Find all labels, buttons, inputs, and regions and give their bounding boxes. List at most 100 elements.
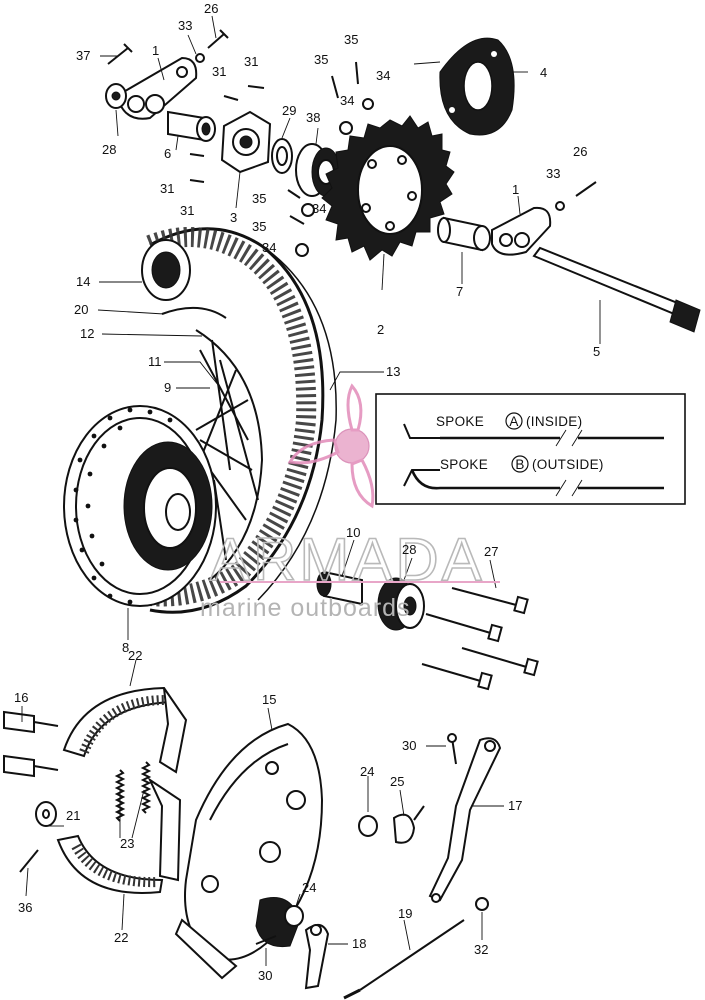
callout-label: 25 [390,774,404,789]
callout-label: 31 [160,181,174,196]
callout-label: 17 [508,798,522,813]
callout-label: 32 [474,942,488,957]
callout-label: 6 [164,146,171,161]
washer-21 [35,801,57,827]
chain-adjuster-left [119,56,198,120]
callout-label: 11 [148,354,162,369]
sprocket-flange-3 [220,110,272,174]
washer-33-top [195,53,205,63]
bolt-26-top [207,29,229,49]
callout-label: 16 [14,690,28,705]
callout-label: 26 [204,1,218,16]
callout-label: 22 [128,648,142,663]
propeller-logo [287,383,375,509]
distance-collar-7 [437,216,491,252]
cotter-pin-36 [19,849,39,873]
callout-label: 14 [76,274,90,289]
spoke-a-letter: A [509,414,518,429]
bolt-26-right [555,181,597,211]
washers-24 [284,815,378,927]
callout-label: 22 [114,930,128,945]
distance-collar-10 [316,570,363,606]
callout-label: 38 [306,110,320,125]
callout-label: 18 [352,936,366,951]
callout-label: 1 [512,182,519,197]
callout-label: 34 [312,201,326,216]
callout-label: 31 [212,64,226,79]
callout-label: 35 [344,32,358,47]
callout-label: 35 [252,219,266,234]
callout-label: 21 [66,808,80,823]
callout-label: 1 [152,43,159,58]
inner-tube-14 [141,239,191,301]
rim-band-20 [161,306,227,319]
rear-tire-13 [146,227,337,614]
callout-label: 20 [74,302,88,317]
callout-label: 15 [262,692,276,707]
collar-6 [167,110,216,142]
callout-label: 33 [546,166,560,181]
adjuster-bolts-16 [2,710,59,778]
callout-label: 8 [122,640,129,655]
spoke-b-suffix: (OUTSIDE) [532,457,604,472]
return-spring-25 [392,805,425,844]
spoke-b-prefix: SPOKE [440,457,488,472]
callout-label: 24 [360,764,374,779]
callout-label: 33 [178,18,192,33]
callout-label: 35 [314,52,328,67]
callout-label: 27 [484,544,498,559]
callout-label: 35 [252,191,266,206]
torque-link-rod-19 [343,919,465,1000]
callout-label: 5 [593,344,600,359]
callout-label: 26 [573,144,587,159]
callout-label: 28 [402,542,416,557]
callout-labels: 37 1 33 26 31 31 35 35 34 4 28 6 31 31 3… [14,1,600,983]
hub-bolts-27 [421,587,539,691]
oil-seal-29 [271,138,293,174]
callout-label: 37 [76,48,90,63]
brake-springs-23 [114,761,152,822]
bolt-30-upper [447,733,457,765]
callout-label: 3 [230,210,237,225]
watermark-tagline: marine outboards [200,594,411,622]
studs-35-nuts-34 [287,61,374,257]
bolt-37 [107,43,133,65]
adjuster-nut-28-top [105,83,127,109]
callout-label: 7 [456,284,463,299]
callout-label: 4 [540,65,547,80]
spoke-b-letter: B [515,457,524,472]
callout-label: 9 [164,380,171,395]
callout-label: 23 [120,836,134,851]
nut-32 [475,897,489,911]
hub-drum-8 [63,405,217,607]
chain-adjuster-right [491,206,552,256]
callout-label: 30 [258,968,272,983]
bearing-28 [377,577,425,631]
brake-shoes-22 [56,686,188,894]
brake-arm-17 [428,737,502,903]
sprocket-cover-4 [439,37,515,136]
rear-axle-5 [532,246,701,333]
driven-sprocket-2 [321,115,455,261]
rim-12-and-spokes [195,329,264,581]
callout-label: 34 [376,68,390,83]
callout-label: 31 [180,203,194,218]
spoke-a-suffix: (INSIDE) [526,414,582,429]
leader-lines [21,15,601,966]
callout-label: 31 [244,54,258,69]
callout-label: 10 [346,525,360,540]
callout-label: 34 [340,93,354,108]
callout-label: 30 [402,738,416,753]
bolts-31 [189,85,265,183]
spoke-a-prefix: SPOKE [436,414,484,429]
callout-label: 12 [80,326,94,341]
callout-label: 24 [302,880,316,895]
spoke-legend: SPOKE A (INSIDE) SPOKE B (OUTSIDE) [375,393,686,505]
callout-label: 36 [18,900,32,915]
brake-panel-15 [174,722,324,980]
callout-label: 28 [102,142,116,157]
bolt-30-lower [255,935,277,945]
callout-label: 29 [282,103,296,118]
callout-label: 34 [262,240,276,255]
